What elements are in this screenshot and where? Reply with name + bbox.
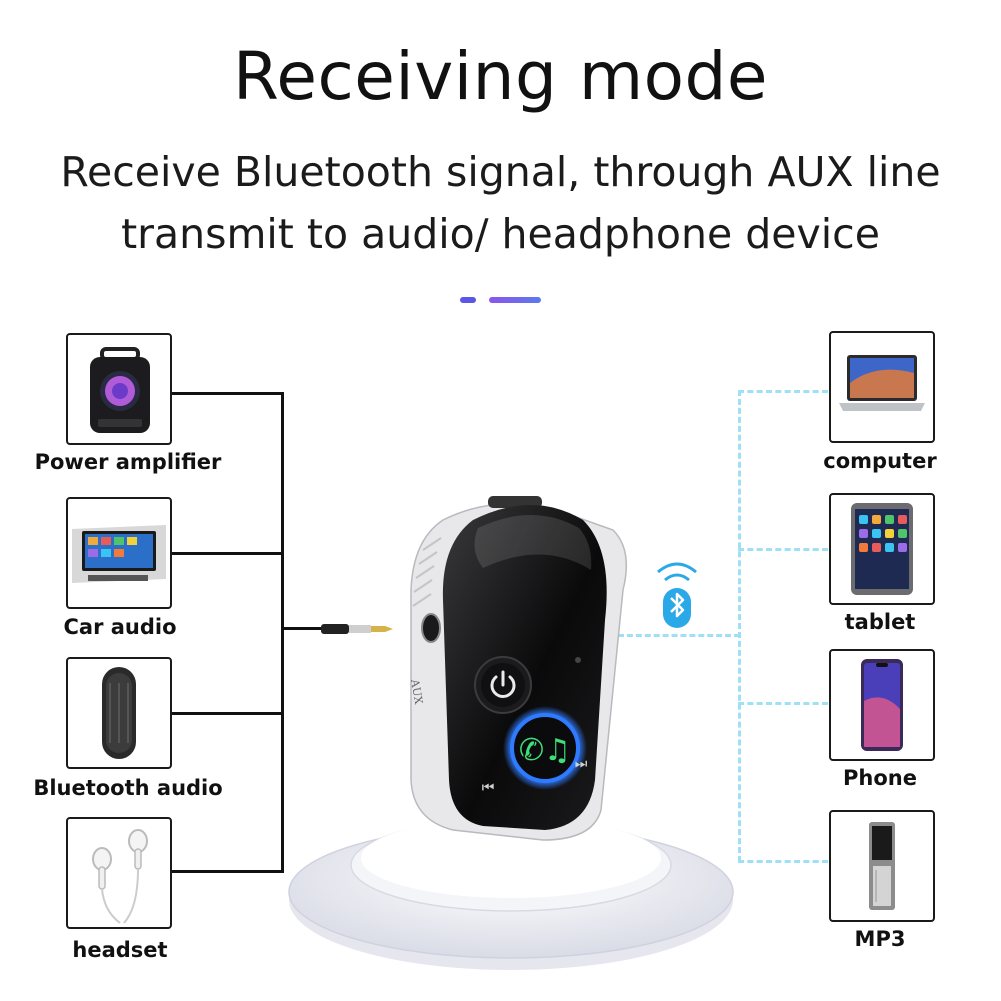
connector-trunk xyxy=(281,392,284,873)
device-label-car-audio: Car audio xyxy=(63,615,177,639)
device-card-headset xyxy=(66,817,172,929)
call-music-icon: ✆♫ xyxy=(519,733,571,768)
device-label-computer: computer xyxy=(823,449,937,473)
aux-jack xyxy=(421,613,441,643)
laptop-icon xyxy=(839,355,925,411)
aux-side-label: AUX xyxy=(408,677,425,705)
accent-dash-short xyxy=(460,297,476,303)
device-card-mp3 xyxy=(829,810,935,922)
device-card-bluetooth-audio xyxy=(66,657,172,769)
speaker-icon xyxy=(90,347,150,433)
wireless-line xyxy=(738,860,828,863)
wireless-line xyxy=(738,702,828,705)
tablet-icon xyxy=(851,503,913,595)
device-card-power-amplifier xyxy=(66,333,172,445)
subtitle-line-2: transmit to audio/ headphone device xyxy=(121,210,880,258)
power-icon xyxy=(490,675,516,698)
device-label-mp3: MP3 xyxy=(854,927,906,951)
car-stereo-icon xyxy=(72,525,166,583)
device-label-tablet: tablet xyxy=(844,610,916,634)
device-label-bluetooth-audio: Bluetooth audio xyxy=(33,776,223,800)
aux-cable xyxy=(283,627,323,630)
next-track-icon: ⏭ xyxy=(575,756,588,772)
device-label-power-amplifier: Power amplifier xyxy=(34,450,222,474)
wireless-line xyxy=(738,548,828,551)
aux-plug-icon xyxy=(321,624,393,634)
device-card-phone xyxy=(829,649,935,761)
product-illustration: AUX ✆♫ ⏮ ⏭ xyxy=(288,496,734,970)
phone-icon xyxy=(861,659,903,751)
previous-track-icon: ⏮ xyxy=(482,780,495,796)
subtitle-line-1: Receive Bluetooth signal, through AUX li… xyxy=(60,148,941,196)
connector-line xyxy=(170,712,283,715)
power-button[interactable] xyxy=(474,656,532,714)
mp3-player-icon xyxy=(869,822,895,910)
wireless-line xyxy=(738,390,828,393)
wireless-line xyxy=(618,634,740,637)
previous-track-button[interactable]: ⏮ xyxy=(482,780,495,796)
connector-line xyxy=(170,870,283,873)
bluetooth-signal-icon xyxy=(657,562,697,628)
device-label-phone: Phone xyxy=(843,766,917,790)
bluetooth-speaker-icon xyxy=(102,667,136,759)
device-card-computer xyxy=(829,331,935,443)
earphones-icon xyxy=(92,829,148,924)
device-card-tablet xyxy=(829,493,935,605)
device-card-car-audio xyxy=(66,497,172,609)
page-title: Receiving mode xyxy=(233,38,768,115)
connector-line xyxy=(170,392,283,395)
device-label-headset: headset xyxy=(72,938,168,962)
accent-dash-long xyxy=(489,297,541,303)
connector-line xyxy=(170,552,283,555)
next-track-button[interactable]: ⏭ xyxy=(575,756,588,772)
call-music-button[interactable]: ✆♫ xyxy=(503,706,587,790)
wireless-trunk xyxy=(738,390,741,862)
